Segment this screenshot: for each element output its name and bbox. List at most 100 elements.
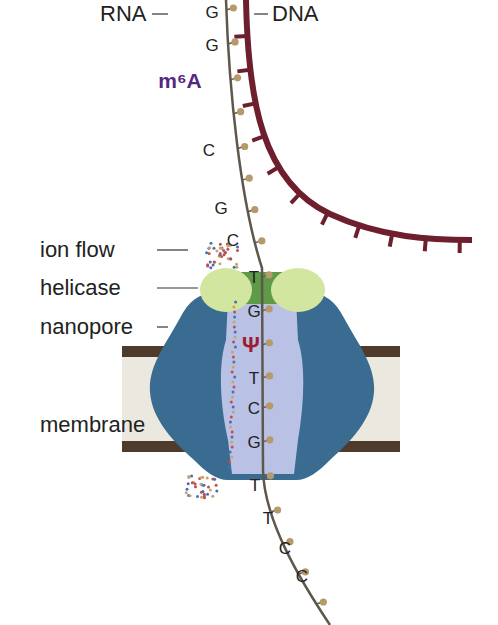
dna-tick bbox=[252, 136, 264, 140]
base-letter: C bbox=[248, 400, 260, 417]
base-letter: G bbox=[247, 303, 260, 320]
ion-dot bbox=[230, 401, 233, 404]
ion-dot bbox=[232, 366, 235, 369]
phosphate-dot bbox=[262, 305, 273, 312]
ion-dot bbox=[231, 446, 234, 449]
phosphate-dot bbox=[265, 271, 272, 278]
ion-dot bbox=[230, 441, 233, 444]
base-letter: G bbox=[205, 4, 218, 21]
ion-dot bbox=[208, 246, 211, 249]
ion-dot bbox=[212, 247, 215, 250]
ion-dot bbox=[232, 406, 235, 409]
ion-dot bbox=[213, 261, 216, 264]
phosphate-dot bbox=[267, 472, 274, 479]
ion-dot bbox=[229, 426, 232, 429]
phosphate-dot bbox=[266, 339, 273, 346]
leader-line bbox=[152, 13, 168, 14]
ion-dot bbox=[189, 494, 192, 497]
ion-dot bbox=[232, 411, 235, 414]
phosphate-dot bbox=[234, 74, 241, 81]
leader-line bbox=[157, 249, 188, 250]
base-letter: C bbox=[279, 540, 291, 557]
ion-dot bbox=[233, 386, 236, 389]
ion-dot bbox=[207, 485, 210, 488]
phosphate-dot bbox=[238, 143, 249, 150]
leader-line bbox=[157, 287, 198, 288]
ion-dot bbox=[185, 491, 188, 494]
phosphate-dot bbox=[246, 175, 253, 182]
strand-label: DNA bbox=[272, 3, 318, 25]
base-letter: G bbox=[214, 200, 227, 217]
base-letter: C bbox=[227, 232, 239, 249]
ion-dot bbox=[187, 482, 190, 485]
ion-dot bbox=[200, 496, 203, 499]
dna-tick bbox=[243, 103, 256, 106]
phosphate-dot bbox=[226, 4, 237, 11]
ion-dot bbox=[220, 247, 223, 250]
leader-line bbox=[157, 326, 168, 327]
ion-dot bbox=[187, 476, 190, 479]
ion-dot bbox=[233, 311, 236, 314]
ion-dot bbox=[191, 481, 194, 484]
phosphate-dot bbox=[231, 74, 242, 81]
phosphate-dot bbox=[316, 598, 327, 605]
ion-dot bbox=[232, 361, 235, 364]
part-label: ion flow bbox=[40, 239, 115, 261]
phosphate-dot bbox=[237, 108, 244, 115]
phosphate-dot bbox=[266, 402, 273, 409]
ion-dot bbox=[230, 456, 233, 459]
ion-dot bbox=[209, 242, 212, 245]
ion-dot bbox=[218, 262, 221, 265]
phosphate-dot bbox=[320, 598, 327, 605]
phosphate-dot bbox=[274, 506, 281, 513]
ion-dot bbox=[235, 266, 238, 269]
base-letter: G bbox=[247, 434, 260, 451]
ion-dot bbox=[211, 495, 214, 498]
phosphate-dot bbox=[266, 305, 273, 312]
ion-dot bbox=[224, 251, 227, 254]
ion-dot bbox=[233, 266, 236, 269]
phosphate-dot bbox=[262, 271, 273, 278]
ion-dot bbox=[229, 421, 232, 424]
ion-dot bbox=[219, 247, 222, 250]
ion-dot bbox=[232, 341, 235, 344]
part-label: membrane bbox=[40, 414, 145, 436]
ion-dot bbox=[202, 484, 205, 487]
dna-tick bbox=[291, 194, 300, 203]
phosphate-dot bbox=[231, 38, 238, 45]
dna-tick bbox=[237, 70, 250, 72]
ion-dot bbox=[234, 336, 237, 339]
ion-dot bbox=[232, 321, 235, 324]
ion-dot bbox=[206, 493, 209, 496]
base-letter: C bbox=[296, 568, 308, 585]
ion-dot bbox=[206, 265, 209, 268]
base-letter: T bbox=[249, 269, 259, 286]
ion-dot bbox=[235, 263, 238, 266]
ion-dot bbox=[229, 451, 232, 454]
dna-tick bbox=[234, 34, 247, 39]
ion-dot bbox=[205, 251, 208, 254]
part-label: nanopore bbox=[40, 316, 133, 338]
base-letter: T bbox=[249, 370, 259, 387]
base-letter: T bbox=[250, 477, 260, 494]
ion-dot bbox=[203, 496, 206, 499]
ion-dot bbox=[232, 391, 235, 394]
part-label: helicase bbox=[40, 277, 121, 299]
dna-strand bbox=[246, 0, 472, 240]
ion-dot bbox=[186, 488, 189, 491]
phosphate-dot bbox=[263, 436, 274, 443]
dna-tick bbox=[425, 238, 426, 251]
ion-dot bbox=[199, 483, 202, 486]
ion-dot bbox=[236, 249, 239, 252]
ion-dot bbox=[229, 257, 232, 260]
phosphate-dot bbox=[241, 143, 248, 150]
modification-label: m⁶A bbox=[158, 70, 202, 91]
ion-dot bbox=[232, 356, 235, 359]
dna-tick bbox=[390, 234, 392, 247]
ion-dot bbox=[209, 261, 212, 264]
ion-dot bbox=[206, 476, 209, 479]
phosphate-dot bbox=[228, 38, 239, 45]
phosphate-dot bbox=[234, 108, 245, 115]
ion-dot bbox=[190, 475, 193, 478]
